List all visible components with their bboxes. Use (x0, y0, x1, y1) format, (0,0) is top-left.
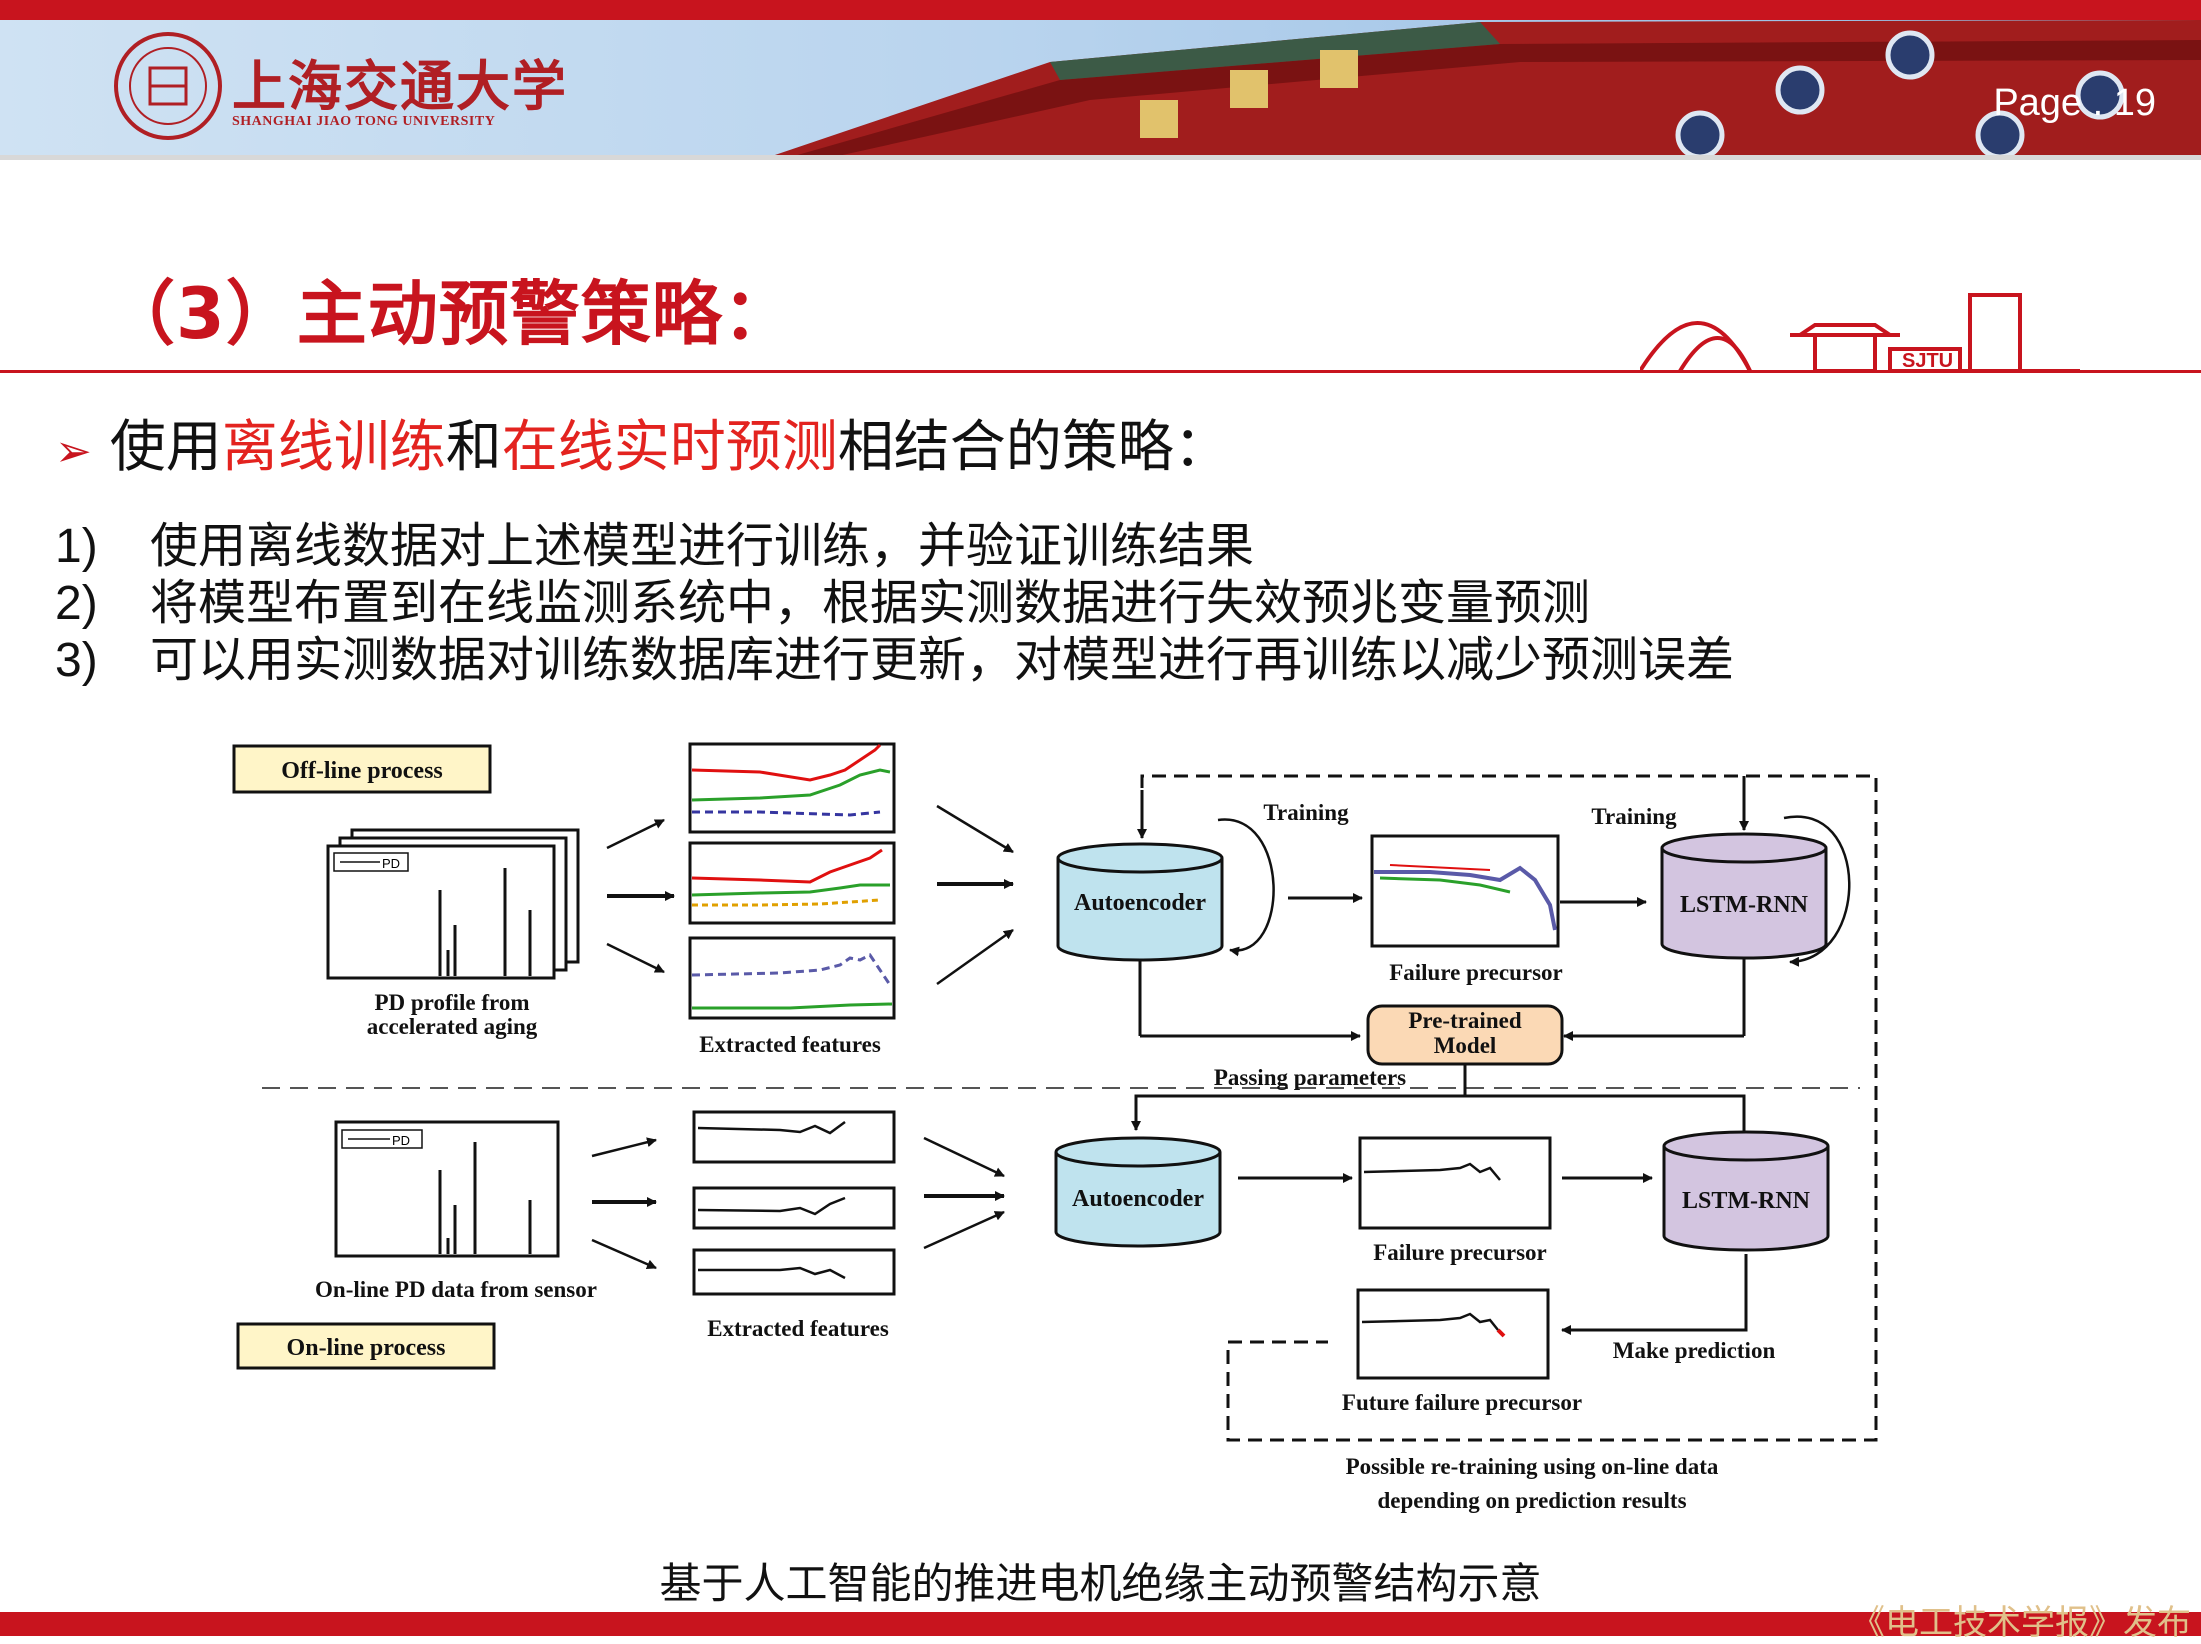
future-failure-plot (1356, 1288, 1550, 1380)
retrain-note-2: depending on prediction results (1377, 1488, 1686, 1513)
future-failure-label: Future failure precursor (1342, 1390, 1582, 1415)
online-feature-plots (692, 1110, 896, 1296)
training-loop-lstm (1783, 815, 1851, 967)
offline-extracted-label: Extracted features (699, 1032, 881, 1057)
online-pd-spikes (438, 1142, 532, 1254)
training-label-ae: Training (1263, 800, 1349, 825)
failure-precursor-plot (1370, 834, 1560, 948)
lstm-online-label: LSTM-RNN (1682, 1188, 1811, 1214)
slide-title: （3）主动预警策略： (105, 273, 794, 355)
step-2: 2) 将模型布置到在线监测系统中，根据实测数据进行失效预兆变量预测 (55, 563, 1590, 633)
autoencoder-offline (1056, 842, 1224, 962)
footer-bar (0, 1612, 2201, 1636)
step-number: 3) (55, 634, 98, 687)
lstm-rnn-offline (1660, 832, 1828, 960)
autoencoder-online (1054, 1136, 1222, 1248)
bullet-text-3: 相结合的策略： (837, 415, 1230, 480)
pd-profile-line2: accelerated aging (367, 1014, 538, 1039)
offline-process-label: Off-line process (281, 758, 443, 784)
online-pd-label: On-line PD data from sensor (315, 1277, 597, 1302)
pd-profile-line1: PD profile from (374, 990, 529, 1015)
header-banner (0, 0, 2201, 160)
journal-watermark: 《电工技术学报》发布 (1851, 1603, 2191, 1643)
autoencoder-online-label: Autoencoder (1072, 1186, 1204, 1212)
lstm-rnn-online (1662, 1130, 1830, 1252)
bullet-text-2: 和 (445, 415, 502, 480)
training-loop-ae (1217, 818, 1275, 957)
pd-legend: PD (382, 856, 400, 871)
step-text: 使用离线数据对上述模型进行训练，并验证训练结果 (150, 518, 1255, 574)
page-number: Page . 19 (1993, 82, 2156, 124)
online-pd-legend: PD (392, 1133, 410, 1148)
bullet-text-1: 使用 (109, 415, 222, 480)
bullet-highlight-online: 在线实时预测 (501, 415, 838, 480)
retraining-dashed-loop (1140, 774, 1878, 1442)
online-extracted-label: Extracted features (707, 1316, 889, 1341)
failure-precursor-offline-label: Failure precursor (1389, 960, 1563, 985)
make-prediction-label: Make prediction (1613, 1338, 1776, 1363)
passing-parameters-label: Passing parameters (1214, 1065, 1406, 1090)
online-failure-precursor-plot (1358, 1136, 1552, 1230)
pretrained-label-1: Pre-trained (1408, 1008, 1521, 1033)
step-3: 3) 可以用实测数据对训练数据库进行更新，对模型进行再训练以减少预测误差 (55, 620, 1734, 690)
failure-precursor-online-label: Failure precursor (1373, 1240, 1547, 1265)
pd-profile-plots (326, 828, 580, 980)
university-name-cn: 上海交通大学 (232, 54, 568, 118)
campus-mark: SJTU (1902, 350, 1953, 372)
step-1: 1) 使用离线数据对上述模型进行训练，并验证训练结果 (55, 506, 1254, 576)
strategy-bullet: ➢ 使用离线训练和在线实时预测相结合的策略： (55, 402, 1230, 483)
university-name-en: SHANGHAI JIAO TONG UNIVERSITY (232, 114, 496, 129)
step-number: 1) (55, 520, 98, 573)
banner-image (0, 0, 2201, 160)
title-divider (0, 370, 2201, 373)
online-process-box (236, 1322, 496, 1370)
offline-process-box (232, 744, 492, 794)
autoencoder-offline-label: Autoencoder (1074, 890, 1206, 916)
retrain-note-1: Possible re-training using on-line data (1346, 1454, 1719, 1479)
step-number: 2) (55, 577, 98, 630)
pretrained-label-2: Model (1434, 1033, 1497, 1058)
step-text: 将模型布置到在线监测系统中，根据实测数据进行失效预兆变量预测 (150, 575, 1591, 631)
online-process-label: On-line process (287, 1335, 446, 1361)
arrow-bullet-icon: ➢ (55, 426, 92, 477)
figure-caption: 基于人工智能的推进电机绝缘主动预警结构示意 (659, 1559, 1542, 1608)
step-text: 可以用实测数据对训练数据库进行更新，对模型进行再训练以减少预测误差 (150, 632, 1735, 688)
campus-gate-icon: SJTU (1640, 293, 2080, 373)
lstm-offline-label: LSTM-RNN (1680, 892, 1809, 918)
bullet-highlight-offline: 离线训练 (221, 415, 446, 480)
pd-spikes (438, 868, 532, 976)
training-label-lstm: Training (1591, 804, 1677, 829)
warning-structure-diagram: Off-line process PD PD profile from acce… (232, 742, 1878, 1513)
university-seal-icon (114, 32, 222, 140)
